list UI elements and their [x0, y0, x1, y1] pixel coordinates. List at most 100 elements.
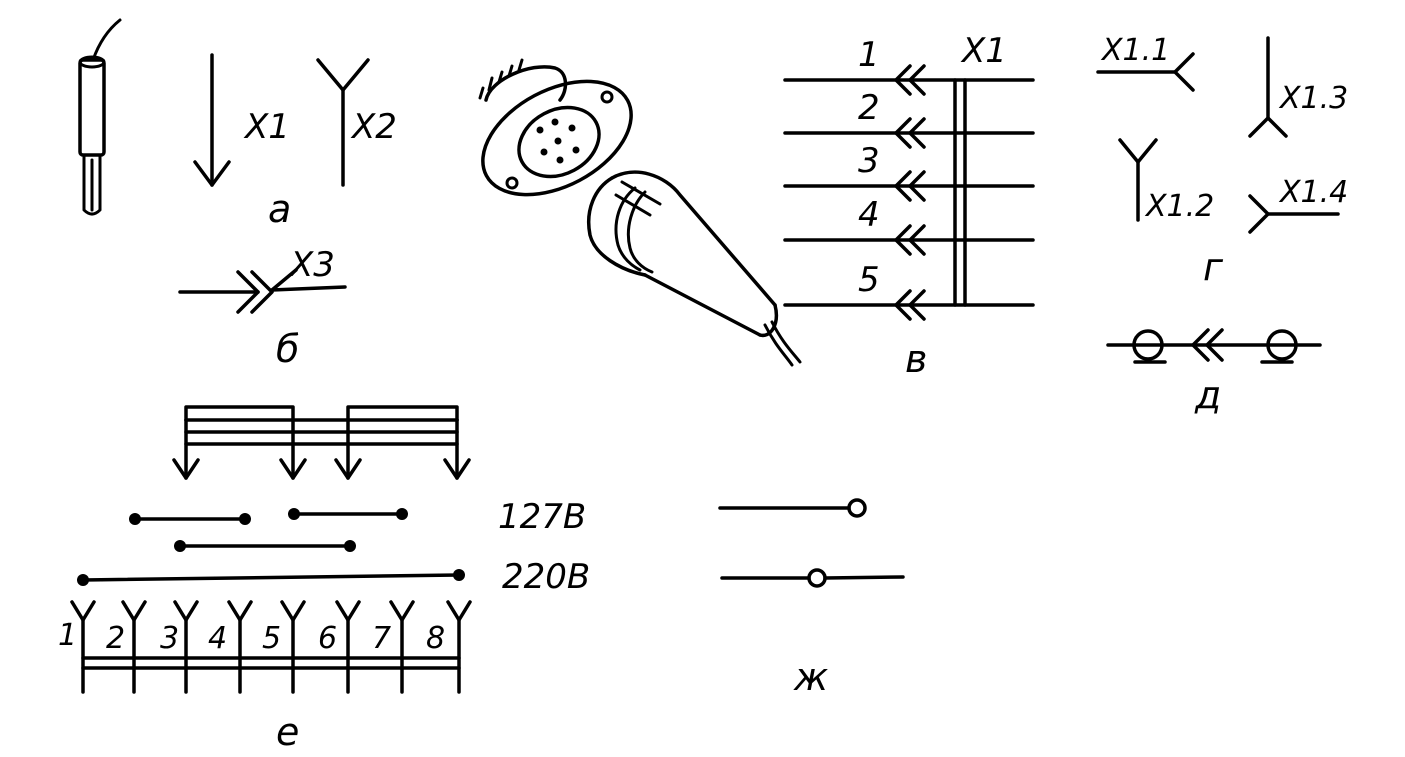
plug-wire	[91, 18, 122, 62]
plug-tail	[758, 303, 778, 338]
pin-5: 5	[262, 600, 306, 694]
socket-symbol-x1	[193, 53, 231, 187]
contact-label: X1.1	[1100, 33, 1170, 68]
figure-d-label: д	[1194, 373, 1221, 417]
plug-arrow-1	[172, 458, 200, 480]
contact-number: 5	[858, 260, 880, 300]
voltage-label-220v: 220В	[502, 557, 590, 597]
pin-7: 7	[372, 600, 415, 694]
pin-number: 3	[160, 621, 179, 656]
pin-6: 6	[318, 600, 361, 694]
pin-fork	[316, 58, 370, 92]
jumpers-127v	[129, 508, 408, 552]
connector-socket-flange	[478, 58, 633, 197]
plug-top-contour	[610, 170, 777, 307]
connector-designator-x1: X1	[960, 31, 1007, 71]
socket-rear-body	[484, 65, 568, 102]
contact-number: 3	[858, 141, 880, 181]
figure-e: 127В 220В 1 2 3 4 5 6 7 8 е	[58, 405, 590, 754]
pin-8: 8	[426, 600, 472, 694]
pin-number: 6	[318, 621, 337, 656]
pin-4: 4	[208, 600, 253, 694]
voltage-label-127v: 127В	[498, 497, 586, 537]
figure-g: X1.1 X1.2 X1.3 X1.4 г	[1096, 33, 1348, 289]
pin-designator-x2: X2	[350, 107, 397, 147]
multipin-connector-illustration	[478, 58, 802, 367]
contact-x1-4: X1.4	[1248, 175, 1348, 234]
contact-label: X1.4	[1278, 175, 1348, 210]
flange-hole-bottom	[505, 176, 519, 190]
plug-key-2	[614, 193, 652, 217]
terminal-block-pins: 1 2 3 4 5 6 7 8	[58, 600, 472, 694]
figure-a: X1 X2 а	[78, 18, 397, 231]
pin-3: 3	[160, 600, 199, 694]
socket-designator-x1: X1	[243, 107, 290, 147]
pin-number: 2	[106, 621, 125, 656]
contact-number: 2	[858, 88, 880, 128]
pin-number: 1	[58, 618, 77, 653]
figure-g-label: г	[1203, 245, 1224, 289]
jumper-plug-bridges	[172, 405, 471, 480]
contact-x1-3: X1.3	[1248, 36, 1348, 138]
socket-flange-plate	[481, 79, 633, 197]
coax-shield-left	[1132, 329, 1164, 361]
pin-number: 7	[372, 621, 391, 656]
plug-arrow-3	[334, 458, 362, 480]
plug-cable-1	[763, 323, 794, 367]
pin-number: 4	[208, 621, 227, 656]
plug-bottom-contour	[643, 273, 762, 337]
figure-zh-label: ж	[793, 655, 828, 699]
figure-v-label: в	[905, 337, 927, 381]
contact-row-5: 5	[783, 260, 1035, 321]
socket-side-line	[270, 285, 347, 292]
figure-b: X3 б	[178, 245, 347, 371]
plug-top	[78, 55, 106, 69]
socket-terminals	[478, 58, 524, 100]
plug-chevron-2	[250, 270, 274, 314]
contact-row-4: 4	[783, 195, 1035, 256]
bridge-right	[346, 405, 459, 422]
coax-chevron-2	[1205, 328, 1224, 362]
socket-fork-top	[270, 268, 298, 292]
plug-chevron-1	[236, 270, 260, 314]
figure-b-label: б	[276, 327, 299, 371]
socket-contacts	[536, 118, 580, 164]
jumper-220v	[77, 569, 465, 586]
contact-row-2: 2	[783, 88, 1035, 149]
plug-front-face	[587, 176, 647, 277]
figure-a-label: а	[268, 187, 291, 231]
plug-arrow-4	[443, 458, 471, 480]
socket-face	[517, 105, 601, 179]
bridge-left	[184, 405, 295, 422]
pin-symbol-x2	[316, 58, 370, 187]
coax-chevron-1	[1191, 328, 1210, 362]
figure-d: д	[1106, 328, 1322, 417]
contact-number: 1	[858, 35, 880, 75]
contact-through	[720, 568, 905, 588]
contact-number: 4	[858, 195, 880, 235]
pin-plug-illustration	[78, 18, 122, 216]
figure-e-label: е	[276, 710, 299, 754]
contact-open-end	[718, 498, 867, 518]
connector-plug-body	[587, 170, 802, 367]
plug-key-1	[620, 180, 662, 206]
coax-shield-right	[1266, 329, 1298, 361]
contact-label: X1.2	[1144, 189, 1214, 224]
contact-x1-1: X1.1	[1096, 33, 1195, 92]
socket-arrowhead	[193, 160, 231, 187]
contact-label: X1.3	[1278, 81, 1348, 116]
pin-number: 8	[426, 621, 445, 656]
plug-arrow-2	[279, 458, 307, 480]
pin-1: 1	[58, 600, 96, 694]
contact-x1-2: X1.2	[1118, 138, 1214, 224]
contact-row-1: 1	[783, 35, 1035, 96]
contact-row-3: 3	[783, 141, 1035, 202]
figure-v: X1 1 2 3 4	[783, 31, 1035, 381]
plug-cable-2	[770, 320, 802, 364]
plug-pin	[82, 153, 102, 216]
plug-body	[78, 58, 106, 157]
pin-2: 2	[106, 600, 147, 694]
pin-number: 5	[262, 621, 281, 656]
